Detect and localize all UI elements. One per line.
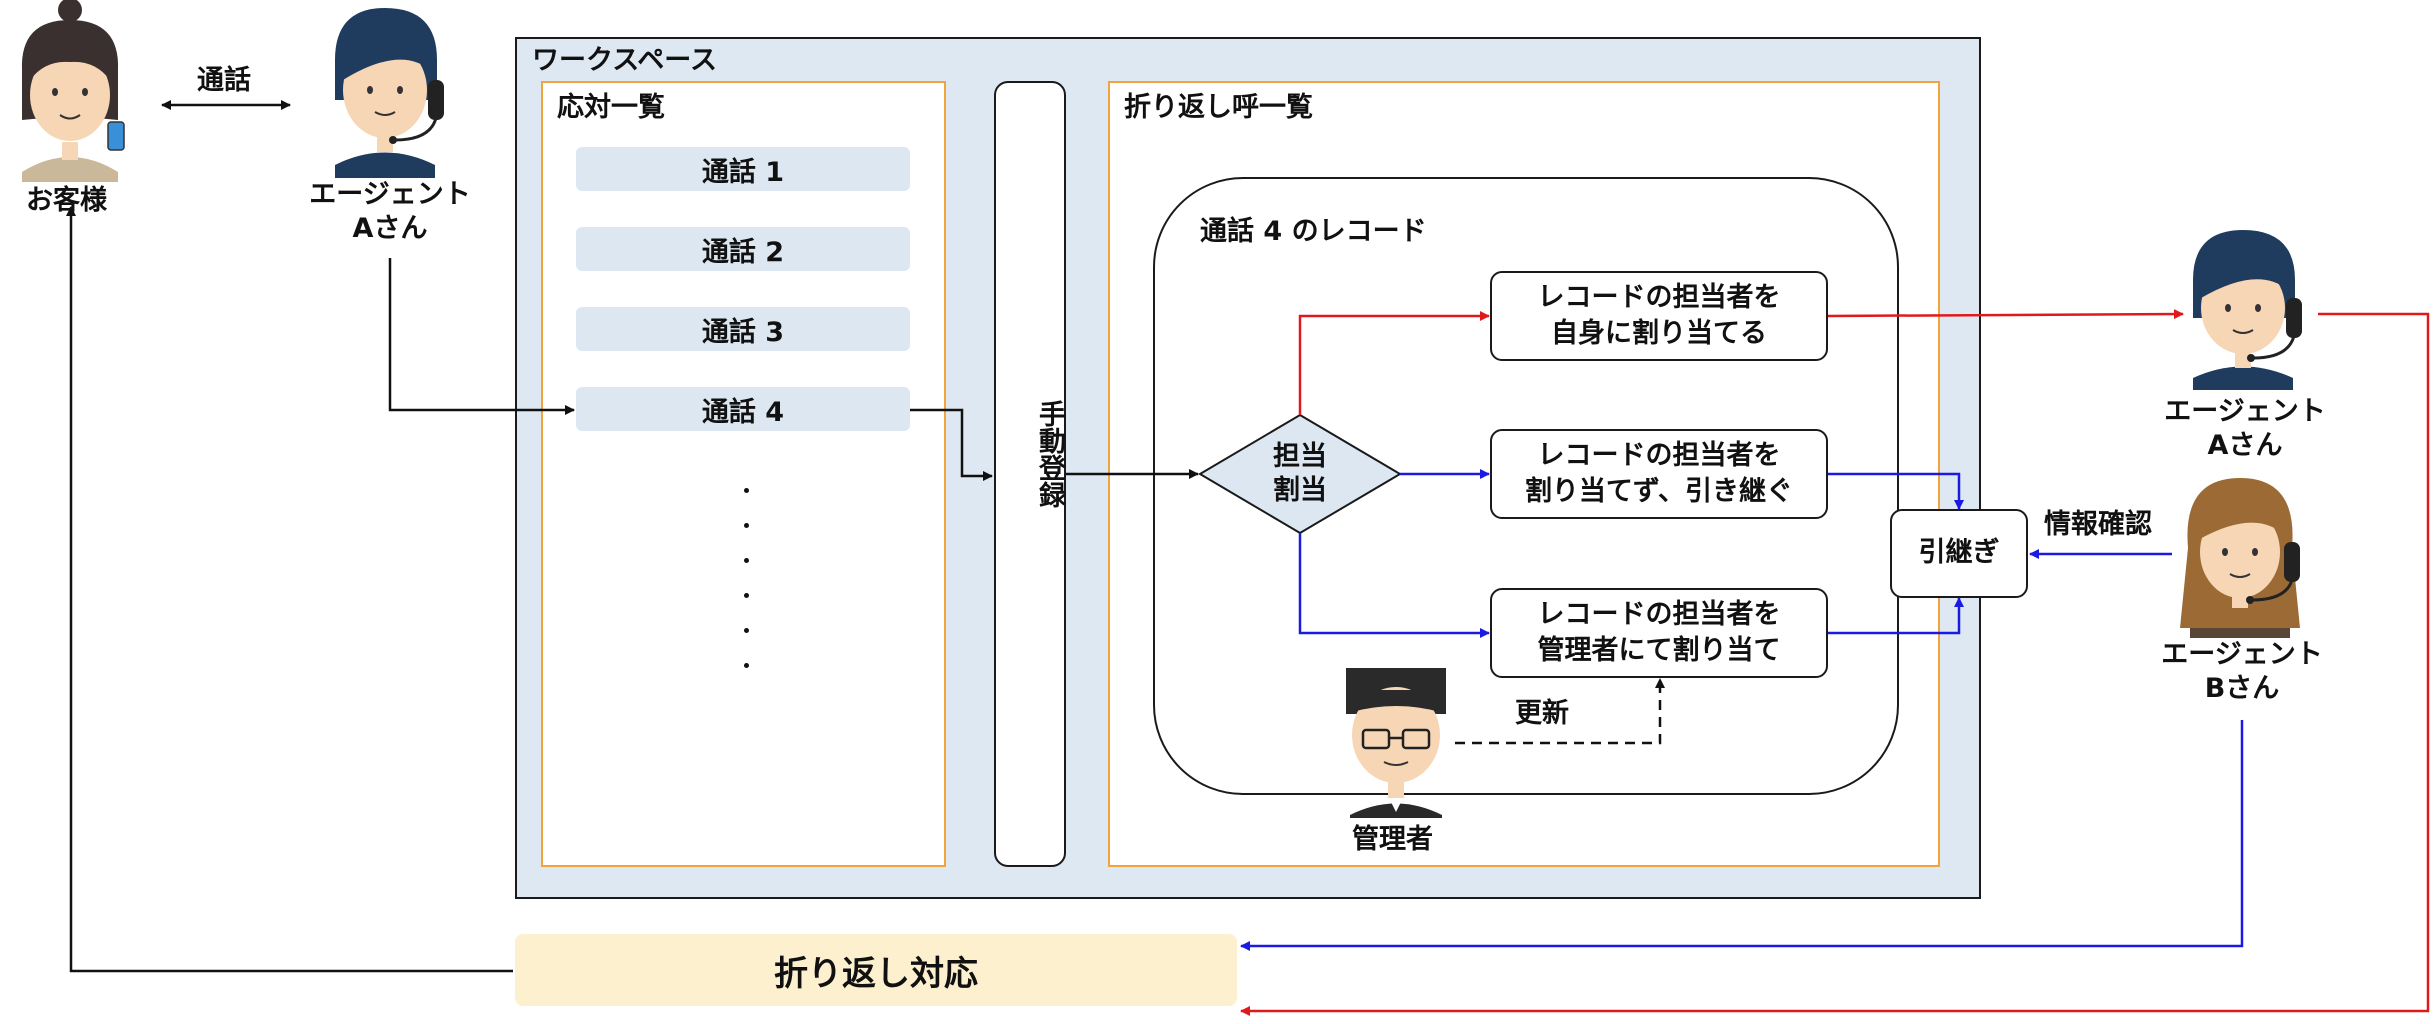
agent-b-callback-arrow [1240,720,2244,951]
agent-a-left-line1: エージェント [309,179,471,210]
option-line2: 管理者にて割り当て [1537,635,1781,666]
response-list-title: 応対一覧 [557,92,665,123]
option-line2: 割り当てず、引き継ぐ [1524,476,1794,507]
option-manager-assign[interactable]: レコードの担当者を管理者にて割り当て [1490,588,1828,678]
call4-to-manual-arrow [910,408,993,481]
handover-box[interactable]: 引継ぎ [1890,509,2028,598]
workspace-title: ワークスペース [532,45,717,76]
option-line1: レコードの担当者を [1537,281,1781,313]
callback-action-bar[interactable]: 折り返し対応 [515,934,1237,1006]
ellipsis-dot [744,663,749,668]
record-title: 通話 4 のレコード [1200,216,1427,247]
agent-a-left-label: エージェント Aさん [290,178,490,246]
agent-a-callback-arrow [1240,312,2430,1016]
option-line1: レコードの担当者を [1537,598,1781,630]
agent-b-icon [2180,478,2300,638]
update-dashed-arrow [1455,678,1665,745]
agent-a-left-icon [335,8,444,178]
customer-label: お客様 [26,185,107,216]
call-item-2[interactable]: 通話 2 [576,227,910,271]
agent-a-right-icon [2193,230,2302,390]
option-assign-self[interactable]: レコードの担当者を自身に割り当てる [1490,271,1828,361]
agent-b-line2: Bさん [2204,672,2280,704]
agent-to-call4-arrow [388,258,575,415]
callback-list-title: 折り返し呼一覧 [1124,92,1313,123]
manager-icon [1346,668,1446,818]
assign-self-arrow [1298,311,1490,415]
update-label: 更新 [1515,698,1569,729]
call-label: 通話 [197,65,251,96]
manual-registration-box[interactable] [994,81,1066,867]
info-check-label: 情報確認 [2044,509,2152,540]
option-no-assign[interactable]: レコードの担当者を割り当てず、引き継ぐ [1490,429,1828,519]
call-item-4[interactable]: 通話 4 [576,387,910,431]
agent-a-right-line1: エージェント [2164,396,2326,427]
ellipsis-dot [744,558,749,563]
agent-b-label: エージェント Bさん [2142,638,2342,706]
ellipsis-dot [744,488,749,493]
agent-b-line1: エージェント [2161,639,2323,670]
decision-label: 担当 割当 [1255,440,1345,508]
agent-a-left-line2: Aさん [352,212,428,244]
ellipsis-dot [744,628,749,633]
decision-label-line1: 担当 [1273,441,1327,472]
callback-to-customer-arrow [66,206,513,973]
manual-registration-label: 手動登録 [1034,400,1065,508]
agent-a-right-line2: Aさん [2207,429,2283,461]
agent-a-right-label: エージェント Aさん [2145,395,2345,463]
call-item-3[interactable]: 通話 3 [576,307,910,351]
customer-icon [21,0,125,182]
ellipsis-dot [744,523,749,528]
call-item-1[interactable]: 通話 1 [576,147,910,191]
manager-label: 管理者 [1352,824,1433,855]
option-line1: レコードの担当者を [1537,439,1781,471]
to-agent-a-arrow [1827,309,2184,320]
to-handover-arrow-1 [1828,472,1964,510]
to-handover-arrow-2 [1828,597,1964,635]
ellipsis-dot [744,593,749,598]
decision-label-line2: 割当 [1273,474,1327,506]
response-list-panel [541,81,946,867]
option-line2: 自身に割り当てる [1551,318,1767,349]
manager-assign-arrow [1298,533,1490,638]
